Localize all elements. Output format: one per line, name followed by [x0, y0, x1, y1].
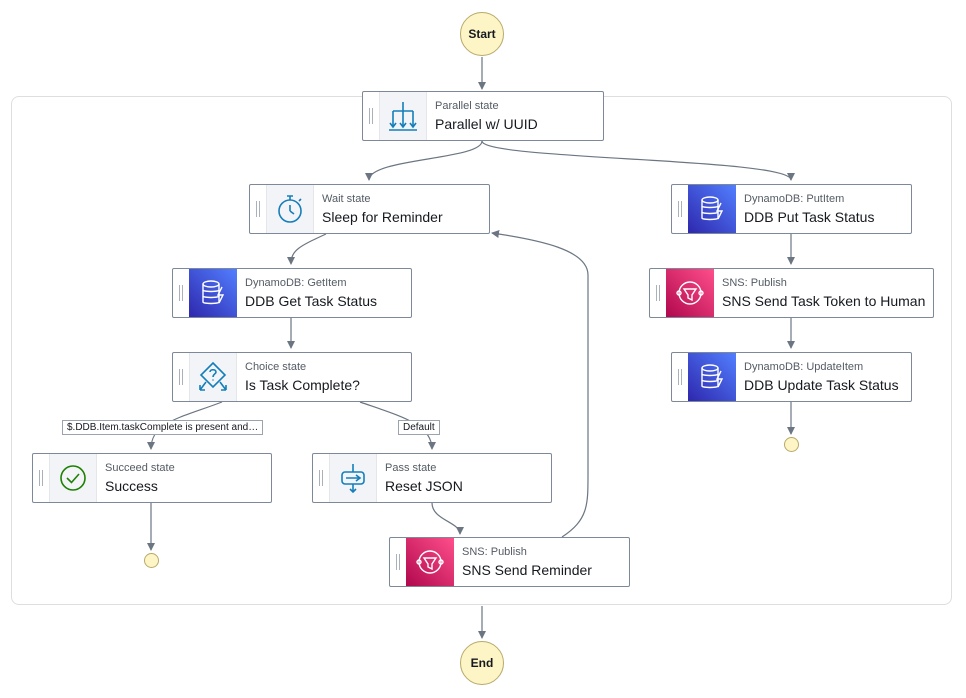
dynamodb-icon — [688, 185, 736, 233]
drag-handle[interactable] — [672, 185, 688, 233]
node-type-label: Choice state — [245, 360, 307, 373]
pass-icon — [329, 454, 377, 502]
dynamodb-icon — [688, 353, 736, 401]
check-circle-icon — [49, 454, 97, 502]
node-type-label: Succeed state — [105, 461, 175, 474]
node-succeed-state[interactable]: Succeed state Success — [32, 453, 272, 503]
node-title: DDB Update Task Status — [744, 376, 899, 393]
node-pass-state[interactable]: Pass state Reset JSON — [312, 453, 552, 503]
end-label: End — [470, 656, 494, 670]
node-title: Parallel w/ UUID — [435, 115, 538, 132]
node-title: DDB Put Task Status — [744, 208, 875, 225]
right-branch-end-dot — [784, 437, 799, 452]
node-parallel-state[interactable]: Parallel state Parallel w/ UUID — [362, 91, 604, 141]
node-title: Success — [105, 477, 158, 494]
node-type-label: Wait state — [322, 192, 371, 205]
node-type-label: SNS: Publish — [722, 276, 787, 289]
drag-handle[interactable] — [173, 353, 189, 401]
sns-icon — [666, 269, 714, 317]
drag-handle[interactable] — [173, 269, 189, 317]
node-wait-state[interactable]: Wait state Sleep for Reminder — [249, 184, 490, 234]
node-type-label: DynamoDB: UpdateItem — [744, 360, 864, 373]
node-sns-send-reminder[interactable]: SNS: Publish SNS Send Reminder — [389, 537, 630, 587]
node-title: Sleep for Reminder — [322, 208, 443, 225]
node-title: DDB Get Task Status — [245, 292, 378, 309]
drag-handle[interactable] — [650, 269, 666, 317]
node-title: SNS Send Reminder — [462, 561, 592, 578]
node-type-label: Parallel state — [435, 99, 499, 112]
node-type-label: DynamoDB: PutItem — [744, 192, 845, 205]
stopwatch-icon — [266, 185, 314, 233]
start-label: Start — [468, 27, 496, 41]
node-type-label: Pass state — [385, 461, 437, 474]
drag-handle[interactable] — [250, 185, 266, 233]
node-sns-send-task-token[interactable]: SNS: Publish SNS Send Task Token to Huma… — [649, 268, 934, 318]
node-dynamodb-updateitem[interactable]: DynamoDB: UpdateItem DDB Update Task Sta… — [671, 352, 912, 402]
node-title: Reset JSON — [385, 477, 463, 494]
choice-icon — [189, 353, 237, 401]
drag-handle[interactable] — [390, 538, 406, 586]
node-title: SNS Send Task Token to Human — [722, 292, 926, 309]
succeed-branch-end-dot — [144, 553, 159, 568]
parallel-branches-container — [11, 96, 952, 605]
drag-handle[interactable] — [313, 454, 329, 502]
node-type-label: SNS: Publish — [462, 545, 527, 558]
sns-icon — [406, 538, 454, 586]
node-choice-state[interactable]: Choice state Is Task Complete? — [172, 352, 412, 402]
dynamodb-icon — [189, 269, 237, 317]
end-node[interactable]: End — [460, 641, 504, 685]
node-title: Is Task Complete? — [245, 376, 360, 393]
drag-handle[interactable] — [672, 353, 688, 401]
drag-handle[interactable] — [363, 92, 379, 140]
edge-label-default[interactable]: Default — [398, 420, 440, 435]
drag-handle[interactable] — [33, 454, 49, 502]
node-dynamodb-putitem[interactable]: DynamoDB: PutItem DDB Put Task Status — [671, 184, 912, 234]
edge-label-condition[interactable]: $.DDB.Item.taskComplete is present and… — [62, 420, 264, 435]
node-dynamodb-getitem[interactable]: DynamoDB: GetItem DDB Get Task Status — [172, 268, 412, 318]
parallel-icon — [379, 92, 427, 140]
node-type-label: DynamoDB: GetItem — [245, 276, 347, 289]
start-node[interactable]: Start — [460, 12, 504, 56]
